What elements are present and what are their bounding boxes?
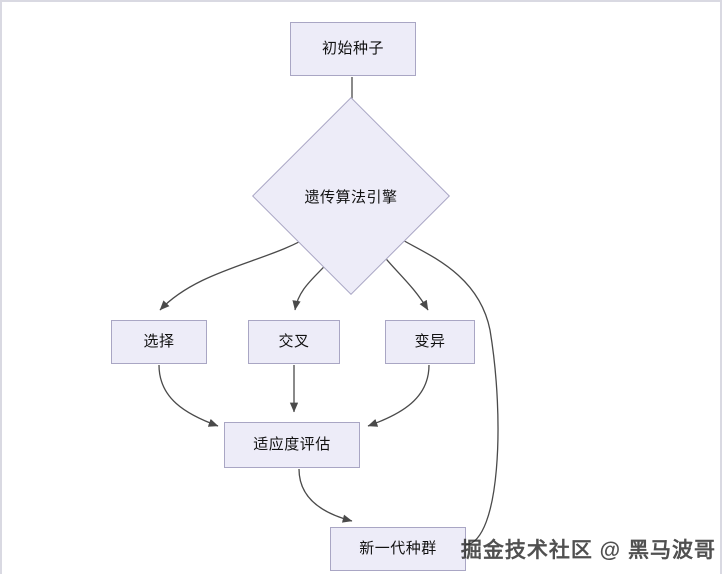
node-crossover[interactable]: 交叉 xyxy=(248,320,340,364)
node-mutation[interactable]: 变异 xyxy=(385,320,475,364)
node-initial-seed-label: 初始种子 xyxy=(321,39,384,57)
page-border-right xyxy=(720,0,722,574)
node-crossover-label: 交叉 xyxy=(278,332,310,350)
node-genetic-algorithm-engine-label: 遗传算法引擎 xyxy=(304,188,398,206)
node-fitness-evaluation[interactable]: 适应度评估 xyxy=(224,422,360,468)
watermark: 掘金技术社区 @ 黑马波哥 xyxy=(460,539,716,562)
node-new-generation-label: 新一代种群 xyxy=(359,539,437,557)
node-initial-seed[interactable]: 初始种子 xyxy=(290,22,416,76)
node-genetic-algorithm-engine[interactable]: 遗传算法引擎 xyxy=(252,97,450,295)
node-selection-label: 选择 xyxy=(143,332,175,350)
edge-selection-to-fitness xyxy=(158,364,219,427)
node-fitness-evaluation-label: 适应度评估 xyxy=(253,435,331,453)
page-border-left xyxy=(0,0,2,574)
edge-mutation-to-fitness xyxy=(367,364,430,427)
edge-newgen-to-engine xyxy=(395,235,499,546)
node-selection[interactable]: 选择 xyxy=(111,320,207,364)
node-mutation-label: 变异 xyxy=(414,332,446,350)
edge-engine-to-selection xyxy=(159,233,314,311)
page-border-top xyxy=(0,0,722,2)
node-new-generation[interactable]: 新一代种群 xyxy=(330,527,466,571)
edge-fitness-to-newgen xyxy=(298,468,353,523)
